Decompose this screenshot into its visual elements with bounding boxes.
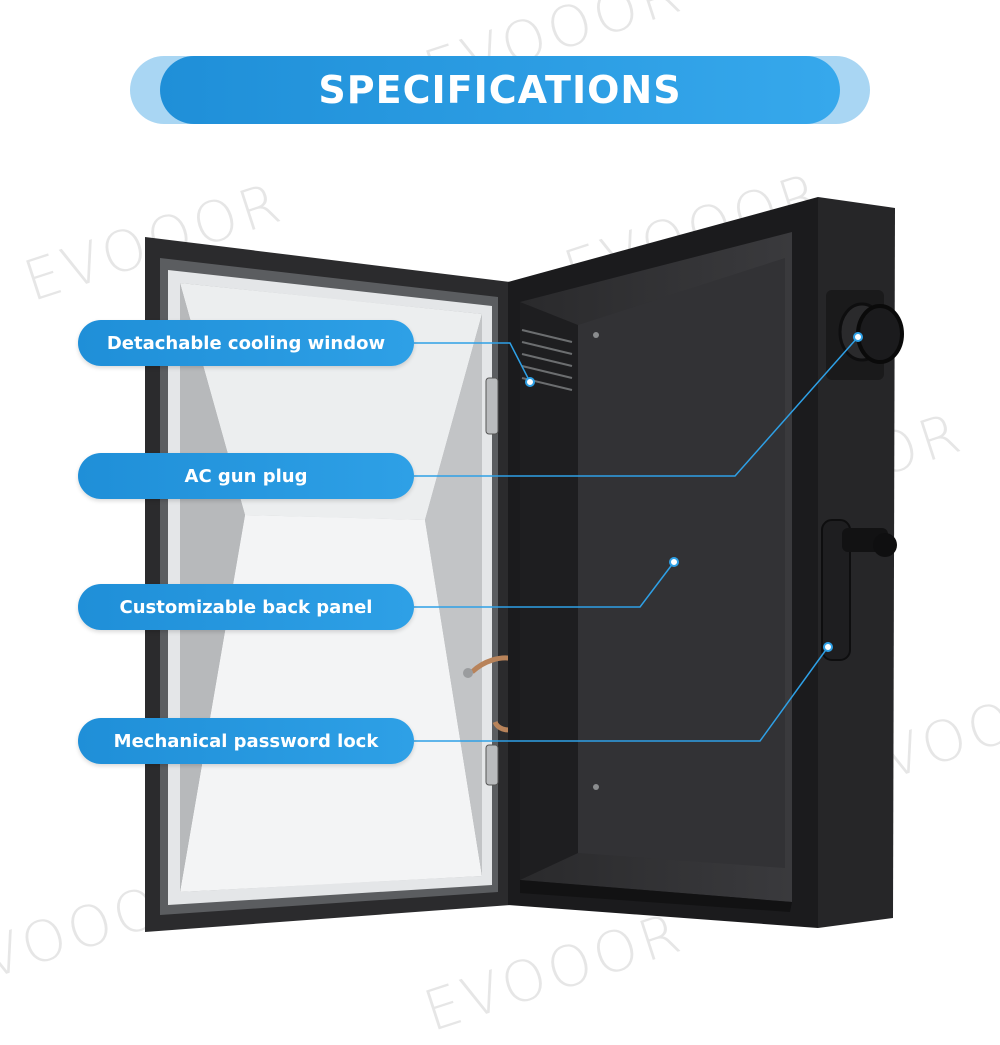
label-text: Mechanical password lock	[113, 730, 379, 752]
label-customizable-back-panel: Customizable back panel	[78, 584, 414, 630]
cabinet-illustration	[145, 197, 904, 932]
callout-dots	[525, 332, 863, 652]
callout-lines	[414, 336, 859, 742]
label-text: Customizable back panel	[119, 596, 373, 618]
label-detachable-cooling-window: Detachable cooling window	[78, 320, 414, 366]
cabinet-body	[508, 197, 904, 928]
label-ac-gun-plug: AC gun plug	[78, 453, 414, 499]
page-title: SPECIFICATIONS	[318, 68, 682, 112]
title-banner: SPECIFICATIONS	[160, 56, 840, 124]
label-text: Detachable cooling window	[106, 332, 386, 354]
label-mechanical-password-lock: Mechanical password lock	[78, 718, 414, 764]
label-text: AC gun plug	[184, 465, 308, 487]
